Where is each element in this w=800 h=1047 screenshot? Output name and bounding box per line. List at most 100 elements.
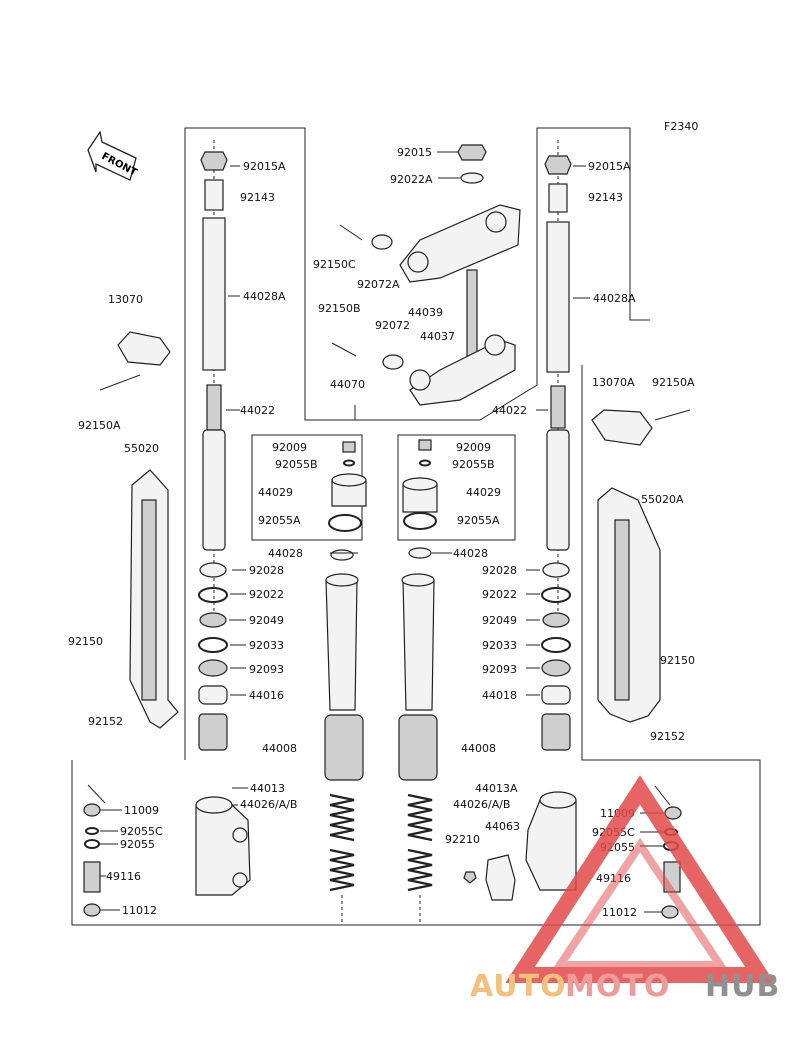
- left-fork-upper: [200, 140, 228, 620]
- spring-right: [407, 793, 433, 925]
- label-13070a: 13070A: [592, 376, 635, 389]
- triple-clamp-upper: [339, 144, 521, 283]
- label-92015: 92015: [397, 146, 432, 159]
- cylinder-right: [546, 429, 570, 551]
- label-13070: 13070: [108, 293, 143, 306]
- label-92150a-left: 92150A: [78, 419, 121, 432]
- fork-guard-55020: [129, 469, 179, 729]
- label-11012-right: 11012: [602, 906, 637, 919]
- label-92072a: 92072A: [357, 278, 400, 291]
- outer-tube-left: [324, 549, 364, 781]
- collar-92143-left: [204, 179, 224, 211]
- label-92009-left: 92009: [272, 441, 307, 454]
- watermark-triangle-icon: [505, 775, 775, 983]
- label-44022-right: 44022: [492, 404, 527, 417]
- leader-lines: [87, 151, 671, 913]
- label-44018: 44018: [482, 689, 517, 702]
- label-92049-right: 92049: [482, 614, 517, 627]
- label-92093-left: 92093: [249, 663, 284, 676]
- label-92150-right: 92150: [660, 654, 695, 667]
- label-44070: 44070: [330, 378, 365, 391]
- label-92143-right: 92143: [588, 191, 623, 204]
- axle-holder-left: [195, 796, 251, 896]
- label-44026-left: 44026/A/B: [240, 798, 297, 811]
- label-92210: 92210: [445, 833, 480, 846]
- label-92055b-right: 92055B: [452, 458, 495, 471]
- clamp-13070a: [591, 409, 691, 446]
- label-44029-right: 44029: [466, 486, 501, 499]
- damper-rod-44022-left: [206, 384, 222, 431]
- label-92055c-left: 92055C: [120, 825, 163, 838]
- cylinder-left: [202, 429, 226, 551]
- label-92049-left: 92049: [249, 614, 284, 627]
- label-44028a-left: 44028A: [243, 290, 286, 303]
- cap-assembly-right: [402, 439, 438, 530]
- label-92022a: 92022A: [390, 173, 433, 186]
- collar-92143-right: [548, 183, 568, 213]
- watermark-logo: AUTO MOTO HUB: [470, 775, 780, 1004]
- label-92022-right: 92022: [482, 588, 517, 601]
- watermark-auto: AUTO: [470, 969, 567, 1004]
- label-55020a: 55020A: [641, 493, 684, 506]
- label-11012-left: 11012: [122, 904, 157, 917]
- label-44028-right: 44028: [453, 547, 488, 560]
- label-92015a-right: 92015A: [588, 160, 631, 173]
- bracket-44063: [463, 854, 516, 901]
- label-44063: 44063: [485, 820, 520, 833]
- triple-clamp-lower: [331, 269, 516, 406]
- seal-stack-left: [198, 562, 228, 751]
- label-92143-left: 92143: [240, 191, 275, 204]
- label-92022-left: 92022: [249, 588, 284, 601]
- label-92150b: 92150B: [318, 302, 361, 315]
- right-fork-upper: [544, 140, 572, 620]
- label-44008-left: 44008: [262, 742, 297, 755]
- label-44013a: 44013A: [475, 782, 518, 795]
- inner-tube-44028a-right: [546, 221, 570, 373]
- label-92093-right: 92093: [482, 663, 517, 676]
- part-labels: 92015 92022A 92015A 92143 92150C 92072A …: [68, 146, 695, 919]
- spring-left: [329, 793, 355, 925]
- label-44022-left: 44022: [240, 404, 275, 417]
- label-44028a-right: 44028A: [593, 292, 636, 305]
- label-44028-left: 44028: [268, 547, 303, 560]
- fork-guard-55020a: [597, 487, 661, 723]
- label-92055a-right: 92055A: [457, 514, 500, 527]
- label-92033-right: 92033: [482, 639, 517, 652]
- label-44026-right: 44026/A/B: [453, 798, 510, 811]
- nut-92015a-left: [200, 151, 228, 171]
- label-44008-right: 44008: [461, 742, 496, 755]
- label-92055-left: 92055: [120, 838, 155, 851]
- label-55020: 55020: [124, 442, 159, 455]
- label-92150c: 92150C: [313, 258, 356, 271]
- nut-92015a-right: [544, 155, 572, 175]
- label-92152-left: 92152: [88, 715, 123, 728]
- label-44037: 44037: [420, 330, 455, 343]
- label-92028-right: 92028: [482, 564, 517, 577]
- label-92055b-left: 92055B: [275, 458, 318, 471]
- outer-tube-right: [398, 547, 438, 781]
- label-49116-left: 49116: [106, 870, 141, 883]
- label-92152-right: 92152: [650, 730, 685, 743]
- label-44039: 44039: [408, 306, 443, 319]
- label-92009-right: 92009: [456, 441, 491, 454]
- label-92072: 92072: [375, 319, 410, 332]
- clamp-13070: [99, 331, 171, 391]
- inner-tube-44028a-left: [202, 217, 226, 371]
- label-44016: 44016: [249, 689, 284, 702]
- damper-rod-44022-right: [550, 385, 566, 429]
- label-92015a-left: 92015A: [243, 160, 286, 173]
- cap-assembly-left: [328, 441, 367, 532]
- watermark-moto: MOTO: [565, 969, 670, 1004]
- label-92028-left: 92028: [249, 564, 284, 577]
- group-outlines: [71, 127, 761, 926]
- figure-code: F2340: [664, 120, 698, 133]
- label-44013: 44013: [250, 782, 285, 795]
- label-92150-left: 92150: [68, 635, 103, 648]
- watermark-hub: HUB: [705, 969, 780, 1004]
- front-arrow-icon: FRONT: [87, 130, 139, 181]
- label-92055a-left: 92055A: [258, 514, 301, 527]
- label-92033-left: 92033: [249, 639, 284, 652]
- label-44029-left: 44029: [258, 486, 293, 499]
- label-11009-left: 11009: [124, 804, 159, 817]
